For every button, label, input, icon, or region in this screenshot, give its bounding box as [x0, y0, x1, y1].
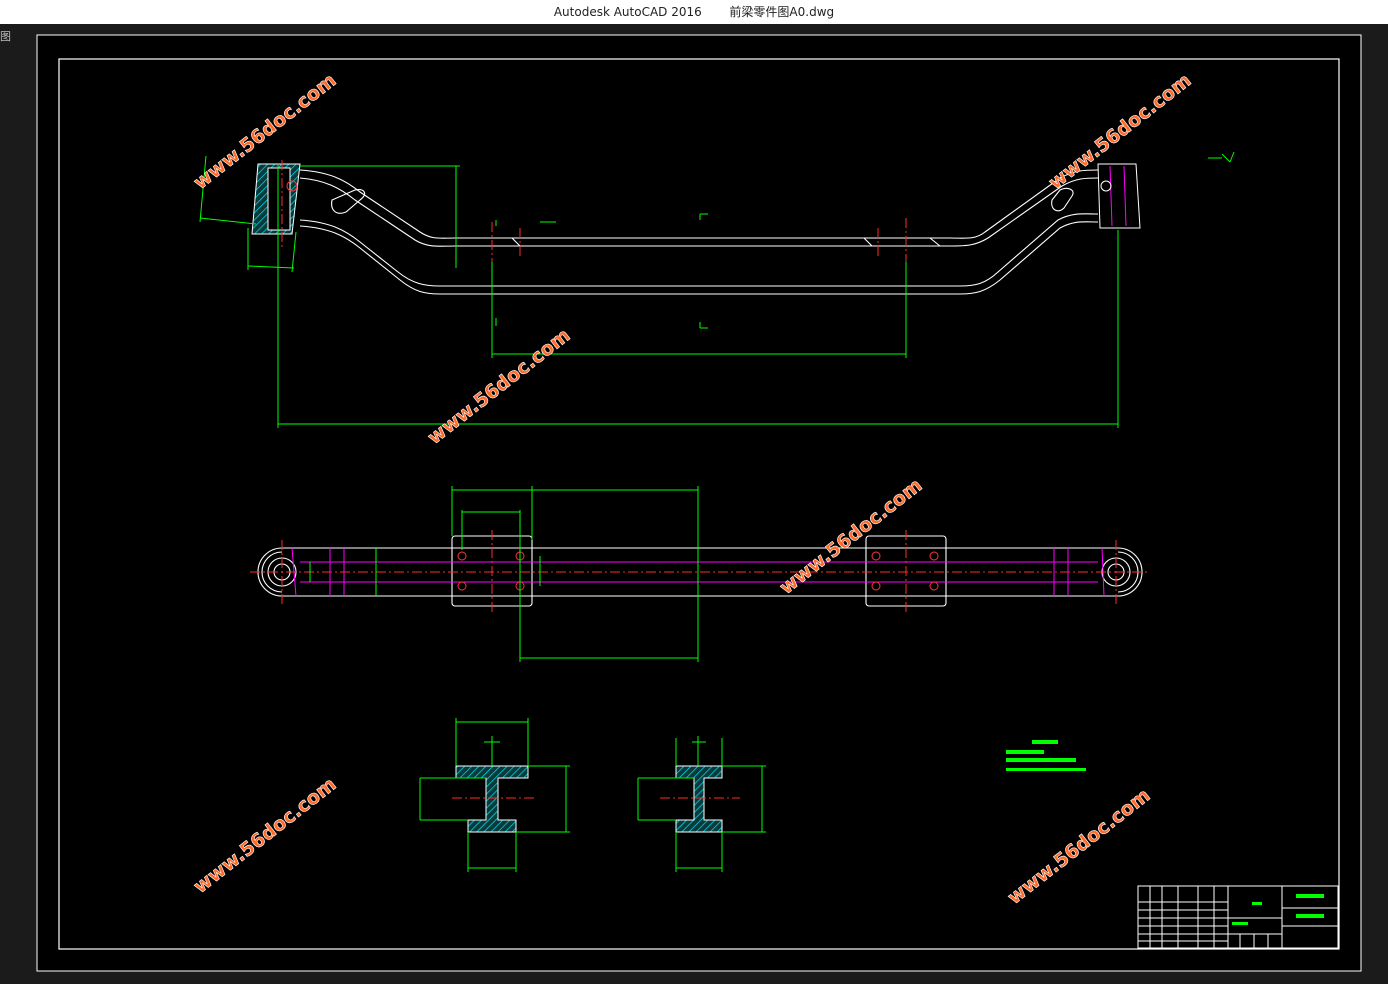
title-block — [1137, 885, 1339, 949]
outer-frame — [36, 34, 1362, 972]
top-view — [250, 486, 1150, 662]
technical-notes — [1006, 740, 1086, 771]
app-title: Autodesk AutoCAD 2016 — [553, 5, 702, 19]
beam-outline — [299, 169, 1099, 295]
drawing-canvas[interactable]: www.56doc.com www.56doc.com www.56doc.co… — [0, 24, 1388, 984]
front-view — [199, 151, 1235, 428]
file-name: 前梁零件图A0.dwg — [729, 5, 835, 19]
front-dimensions — [199, 151, 1235, 428]
inner-frame — [58, 58, 1340, 950]
window-title-bar: Autodesk AutoCAD 2016 前梁零件图A0.dwg — [0, 0, 1388, 24]
layout-icon[interactable]: 图 — [0, 30, 11, 43]
top-centerlines — [250, 530, 1150, 614]
section-a-a — [637, 736, 766, 872]
front-centerlines — [281, 160, 907, 262]
top-dimensions — [309, 486, 699, 662]
section-b-b — [419, 718, 570, 872]
right-eye — [1097, 163, 1141, 229]
